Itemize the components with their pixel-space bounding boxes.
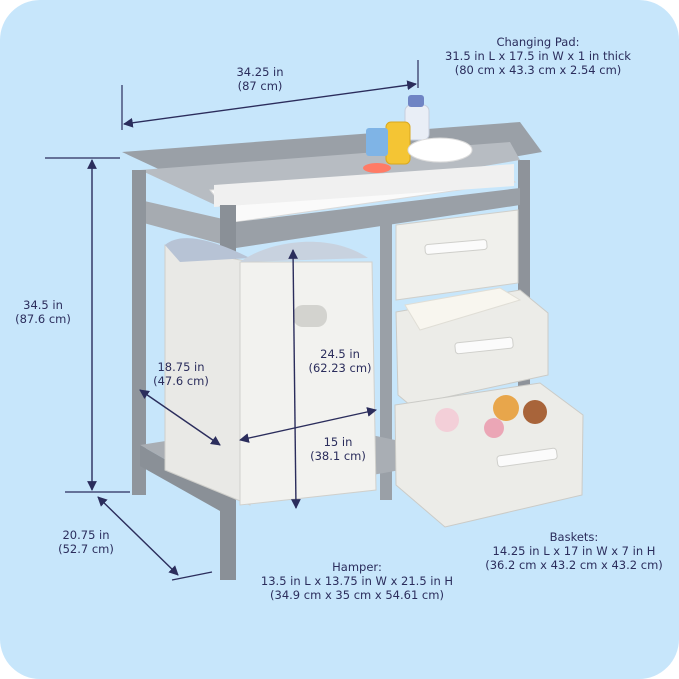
hamper-height-label: 24.5 in (62.23 cm) xyxy=(308,347,372,375)
width-dimension-line xyxy=(123,80,417,128)
hamper-handle xyxy=(293,305,327,327)
hamper-front xyxy=(239,261,377,506)
shampoo-bottle xyxy=(385,121,411,165)
hamper-height-dimension-line xyxy=(288,249,301,509)
depth-label: 20.75 in (52.7 cm) xyxy=(58,528,114,556)
changing-pad-label: Changing Pad: 31.5 in L x 17.5 in W x 1 … xyxy=(445,35,631,77)
plush-toy-bunny xyxy=(435,408,459,432)
cream-tub xyxy=(366,128,388,156)
width-label: 34.25 in (87 cm) xyxy=(236,65,284,93)
hamper-width-label: 15 in (38.1 cm) xyxy=(310,435,366,463)
depth-dimension-line xyxy=(97,496,179,576)
height-label: 34.5 in (87.6 cm) xyxy=(15,298,71,326)
teether xyxy=(363,163,391,173)
hamper-width-dimension-line xyxy=(239,407,377,443)
hamper-depth-dimension-line xyxy=(139,389,221,446)
baskets-label: Baskets: 14.25 in L x 17 in W x 7 in H (… xyxy=(485,530,663,572)
basket-top xyxy=(395,209,519,301)
plush-toy-bear xyxy=(523,400,547,424)
diapers xyxy=(404,287,522,331)
plush-toy-giraffe xyxy=(493,395,519,421)
hamper-label: Hamper: 13.5 in L x 13.75 in W x 21.5 in… xyxy=(260,560,454,602)
laundry xyxy=(165,238,250,262)
hamper-depth-label: 18.75 in (47.6 cm) xyxy=(153,360,209,388)
towels xyxy=(407,137,473,163)
